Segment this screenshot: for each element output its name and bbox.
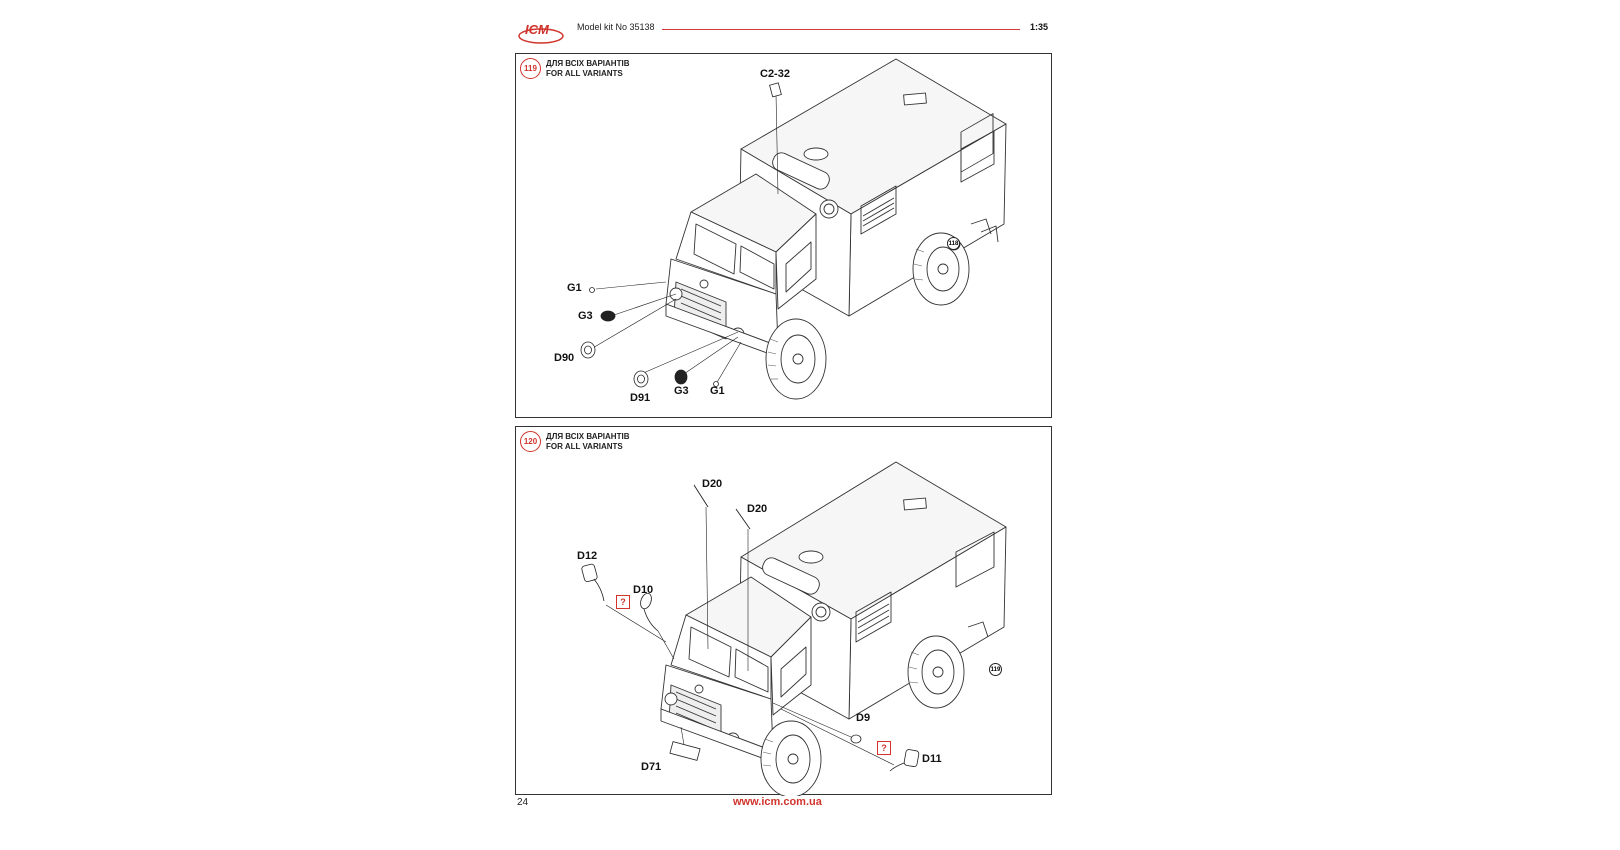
part-label-g3: G3: [578, 310, 593, 322]
step-number-badge: 119: [520, 58, 541, 79]
part-label-d20-left: D20: [702, 478, 723, 490]
step-reference-119: 119: [989, 663, 1002, 676]
part-label-g1: G1: [567, 282, 582, 294]
part-label-c2-32: C2-32: [760, 68, 790, 80]
header-divider: [662, 29, 1020, 30]
icm-logo: ICM: [517, 18, 567, 48]
step-title: ДЛЯ ВСІХ ВАРІАНТІВ FOR ALL VARIANTS: [546, 432, 629, 452]
step-title-en: FOR ALL VARIANTS: [546, 442, 623, 451]
step-title-ua: ДЛЯ ВСІХ ВАРІАНТІВ: [546, 59, 630, 68]
step-reference-118: 118: [947, 237, 960, 250]
model-kit-number: Model kit No 35138: [577, 22, 655, 32]
part-label-d20-right: D20: [747, 503, 768, 515]
step-panel-120: 120 ДЛЯ ВСІХ ВАРІАНТІВ FOR ALL VARIANTS: [515, 426, 1052, 796]
part-label-g3-lower: G3: [674, 385, 689, 397]
part-label-d11: D11: [922, 753, 942, 765]
part-label-g1-lower: G1: [710, 385, 725, 397]
step-panel-119: 119 ДЛЯ ВСІХ ВАРІАНТІВ FOR ALL VARIANTS: [515, 53, 1052, 418]
truck-mirrors-assembly-drawing: [581, 461, 1007, 796]
part-label-d71: D71: [641, 761, 662, 773]
page-number: 24: [517, 797, 529, 808]
option-mark-left: ?: [616, 595, 630, 609]
part-label-d90: D90: [554, 352, 575, 364]
part-label-d91: D91: [630, 392, 651, 404]
part-label-d10: D10: [633, 584, 654, 596]
step-title-ua: ДЛЯ ВСІХ ВАРІАНТІВ: [546, 432, 630, 441]
svg-text:ICM: ICM: [525, 22, 550, 37]
website-url[interactable]: www.icm.com.ua: [733, 796, 822, 808]
step-title-en: FOR ALL VARIANTS: [546, 69, 623, 78]
part-label-d12: D12: [577, 550, 598, 562]
step-number-badge: 120: [520, 431, 541, 452]
part-label-d9: D9: [856, 712, 871, 724]
truck-front-assembly-drawing: [580, 58, 1007, 400]
step-title: ДЛЯ ВСІХ ВАРІАНТІВ FOR ALL VARIANTS: [546, 59, 629, 79]
option-mark-right: ?: [877, 741, 891, 755]
scale-label: 1:35: [1030, 22, 1049, 32]
